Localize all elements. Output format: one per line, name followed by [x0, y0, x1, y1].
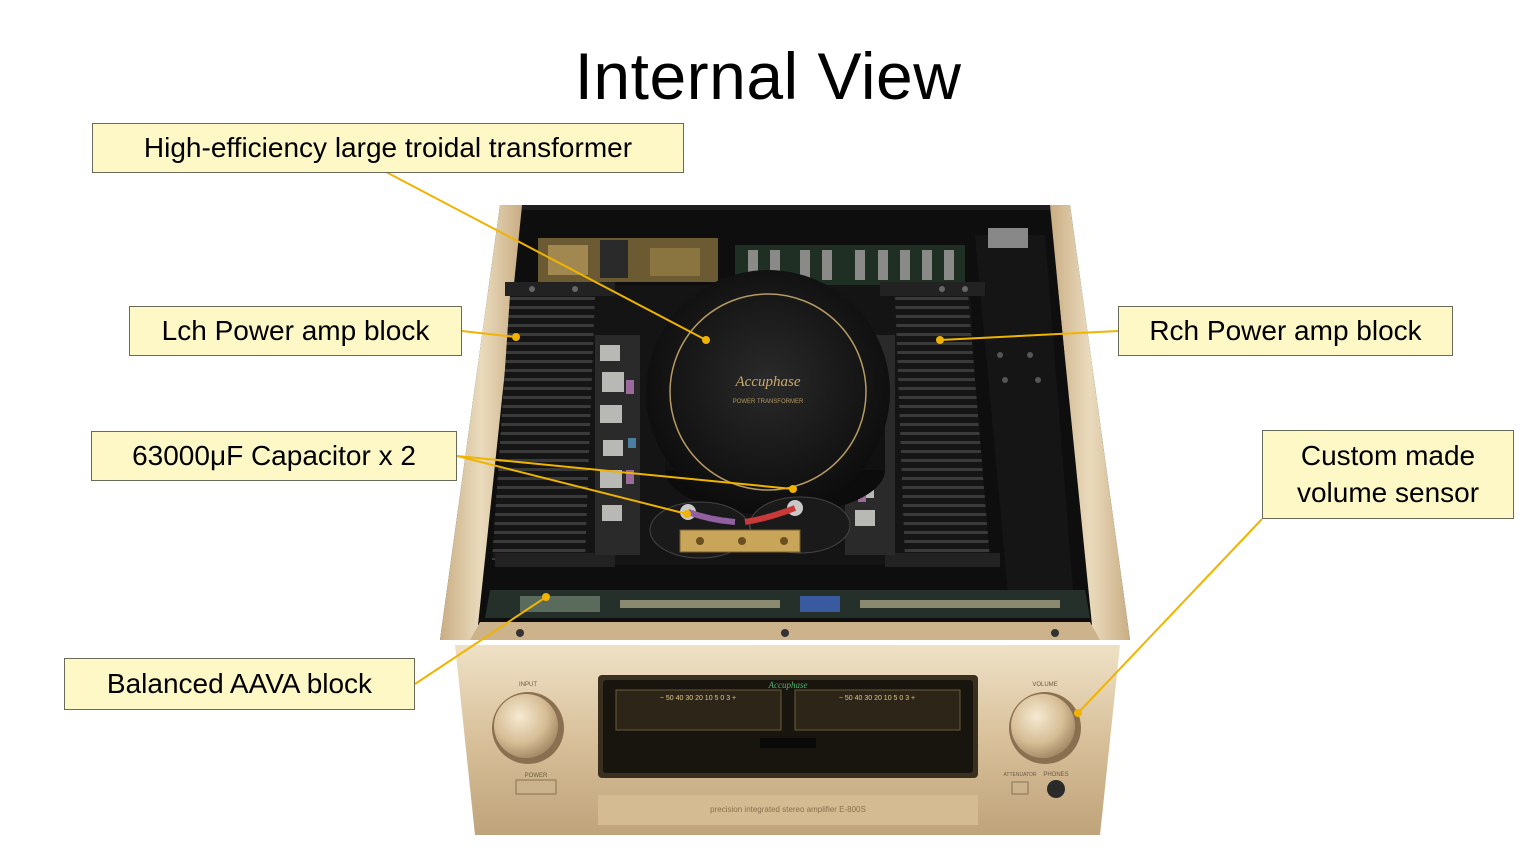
meter-right-scale: − 50 40 30 20 10 5 0 3 + [839, 695, 915, 702]
leader-cap-2 [456, 455, 688, 515]
leader-transformer [385, 171, 707, 341]
callout-aava-block: Balanced AAVA block [64, 658, 415, 710]
phones-label: PHONES [1043, 772, 1068, 778]
rear-circuit-board [538, 238, 965, 285]
right-side-panel [1050, 205, 1130, 640]
left-side-panel [440, 205, 522, 640]
callout-volume-line2: volume sensor [1296, 476, 1480, 508]
aava-board [485, 590, 1090, 618]
leader-lch [461, 330, 517, 338]
callout-aava-text: Balanced AAVA block [106, 667, 373, 699]
leader-lch-dot [512, 333, 520, 341]
filter-capacitors [649, 496, 851, 559]
leader-cap-1 [456, 455, 794, 490]
front-brand-logo: Accuphase [768, 680, 808, 690]
transformer-label: POWER TRANSFORMER [733, 399, 804, 405]
callout-rch-power-amp: Rch Power amp block [1118, 306, 1453, 356]
callout-volume-line1: Custom made [1300, 440, 1476, 472]
meter-left-scale: − 50 40 30 20 10 5 0 3 + [660, 695, 736, 702]
callout-capacitor-text: 63000μF Capacitor x 2 [132, 439, 416, 471]
leader-volume-dot [1074, 709, 1082, 717]
callout-volume-sensor: Custom made volume sensor [1262, 430, 1514, 519]
brand-logo-transformer: Accuphase [735, 374, 801, 390]
power-label: POWER [525, 773, 548, 779]
left-heatsink [492, 282, 615, 567]
volume-knob [1011, 694, 1075, 758]
callout-rch-text: Rch Power amp block [1149, 314, 1422, 346]
leader-aava [414, 596, 547, 685]
input-label: INPUT [519, 682, 537, 688]
callout-transformer-text: High-efficiency large troidal transforme… [143, 131, 633, 163]
page-title: Internal View [574, 39, 962, 113]
right-heatsink [880, 282, 1000, 567]
leader-aava-dot [542, 593, 550, 601]
model-text: precision integrated stereo amplifier E-… [710, 805, 866, 814]
callout-lch-text: Lch Power amp block [161, 314, 430, 346]
callout-lch-power-amp: Lch Power amp block [129, 306, 462, 356]
leader-lines [385, 171, 1263, 717]
callout-capacitor: 63000μF Capacitor x 2 [91, 431, 457, 481]
leader-cap-2-dot [683, 510, 691, 518]
toroidal-transformer: Accuphase POWER TRANSFORMER [646, 270, 890, 515]
input-selector-knob [494, 694, 558, 758]
attenuator-label: ATTENUATOR [1003, 772, 1036, 778]
front-panel: − 50 40 30 20 10 5 0 3 + − 50 40 30 20 1… [455, 645, 1120, 835]
right-rail [975, 228, 1075, 615]
leader-transformer-dot [702, 336, 710, 344]
leader-rch [939, 330, 1119, 341]
left-amp-board [595, 335, 640, 555]
volume-label: VOLUME [1032, 682, 1057, 688]
callout-transformer: High-efficiency large troidal transforme… [92, 123, 684, 173]
leader-rch-dot [936, 336, 944, 344]
leader-volume [1077, 518, 1263, 714]
leader-cap-1-dot [789, 485, 797, 493]
